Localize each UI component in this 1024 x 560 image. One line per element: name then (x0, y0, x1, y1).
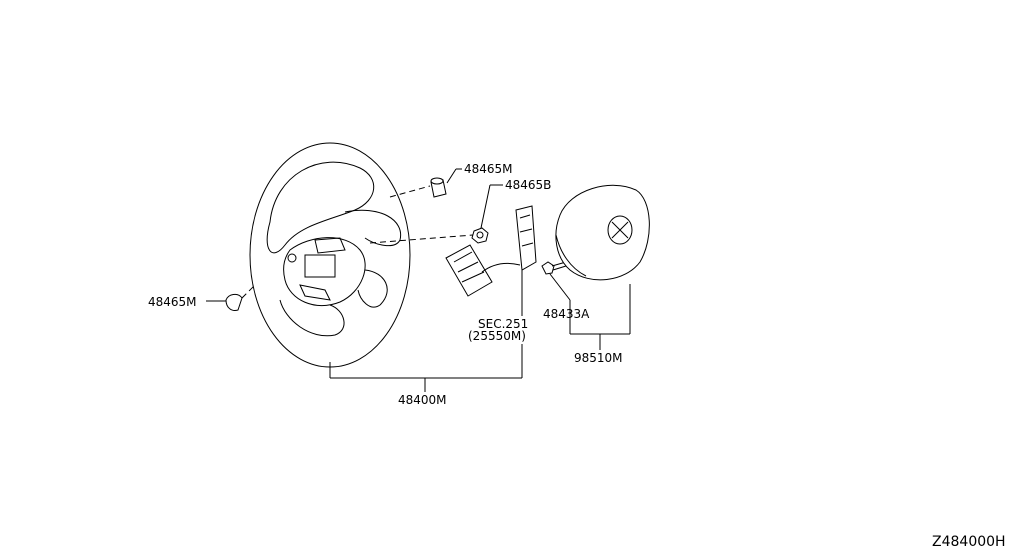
diagram-code: Z484000H (932, 534, 1006, 550)
label-airbag: 98510M (574, 351, 623, 365)
bolt-part (541, 261, 567, 275)
label-wheel-assembly: 48400M (398, 393, 447, 407)
label-clip-top: 48465M (464, 162, 513, 176)
label-section-ref-part: (25550M) (468, 329, 526, 343)
label-section-ref: SEC.251 (478, 317, 528, 331)
clip-left-part (225, 293, 243, 311)
label-bolt: 48433A (543, 307, 590, 321)
label-clip-left: 48465M (148, 295, 197, 309)
switch-assembly (445, 205, 537, 297)
steering-wheel (249, 142, 411, 368)
airbag-module (555, 184, 650, 281)
label-nut: 48465B (505, 178, 551, 192)
nut-part (471, 227, 489, 244)
clip-top-part (430, 177, 447, 198)
